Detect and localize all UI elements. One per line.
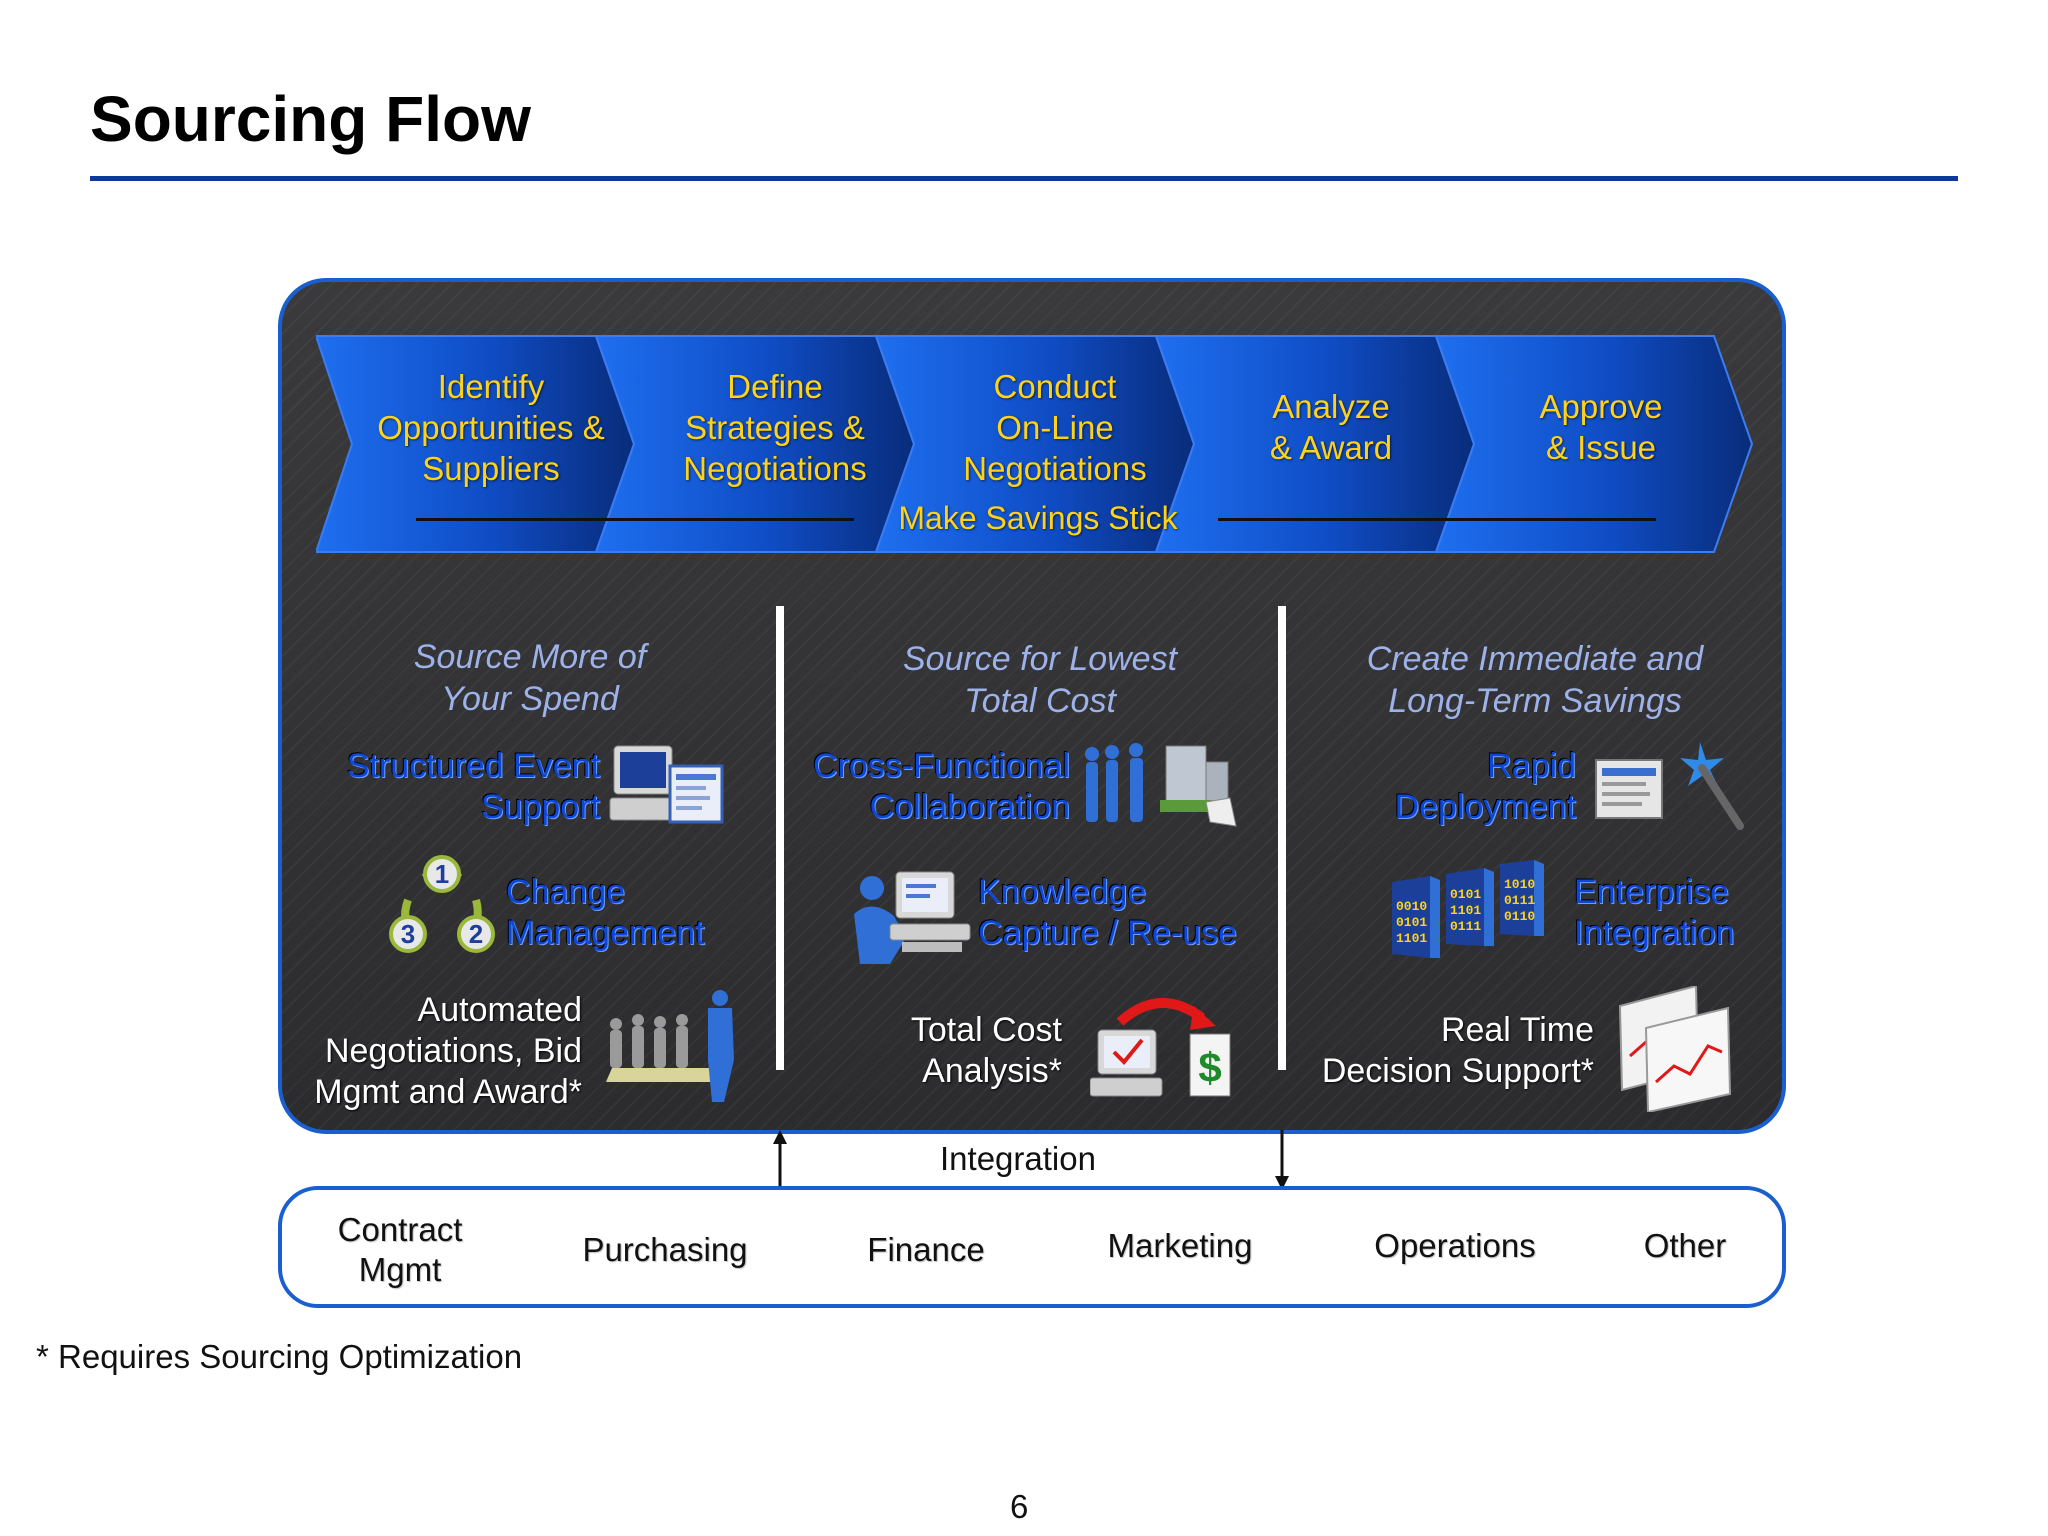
cycle-icon: 1 2 3 (389, 855, 495, 953)
binary-text-3: 1101 (1396, 931, 1427, 946)
binary-text-7: 1010 (1504, 877, 1535, 892)
footnote: * Requires Sourcing Optimization (36, 1338, 523, 1375)
binary-text-4: 0101 (1450, 887, 1481, 902)
data-blocks-icon: 0010 0101 1101 0101 1101 0111 1010 0111 … (1392, 860, 1544, 958)
cycle-number-2: 2 (469, 919, 483, 949)
binary-text-9: 0110 (1504, 909, 1535, 924)
title-underline (90, 176, 1958, 181)
savings-rule-right (1218, 518, 1656, 521)
dept-marketing: Marketing (1107, 1227, 1253, 1264)
page-number: 6 (1010, 1488, 1029, 1525)
dept-finance: Finance (867, 1231, 985, 1268)
cost-analysis-icon: $ (1090, 998, 1231, 1097)
cycle-number-3: 3 (401, 919, 415, 949)
binary-text-6: 0111 (1450, 919, 1481, 934)
binary-text-5: 1101 (1450, 903, 1481, 918)
savings-rule-left (416, 518, 854, 521)
computer-icon (609, 745, 724, 824)
people-presentation-icon (606, 990, 734, 1102)
integration-label: Integration (940, 1140, 1096, 1177)
team-building-icon (1085, 743, 1237, 827)
departments-box (278, 1186, 1786, 1308)
dept-operations: Operations (1374, 1227, 1536, 1264)
magic-wand-icon (1595, 742, 1744, 830)
cycle-number-1: 1 (435, 859, 449, 889)
chevron-step-5 (1434, 335, 1754, 553)
make-savings-stick-label: Make Savings Stick (898, 500, 1178, 536)
step-5-label: Approve& Issue (1539, 388, 1663, 466)
binary-text-8: 0111 (1504, 893, 1535, 908)
knowledge-worker-icon (854, 871, 971, 964)
column-divider-1 (776, 606, 784, 1070)
arrow-down-icon (1275, 1130, 1289, 1190)
arrow-up-icon (773, 1130, 787, 1190)
binary-text-2: 0101 (1396, 915, 1427, 930)
binary-text-1: 0010 (1396, 899, 1427, 914)
process-chevrons (316, 335, 1754, 553)
slide-title: Sourcing Flow (90, 83, 531, 155)
step-4-label: Analyze& Award (1269, 388, 1393, 466)
column-divider-2 (1278, 606, 1286, 1070)
dept-other: Other (1643, 1227, 1727, 1264)
dept-purchasing: Purchasing (582, 1231, 748, 1268)
line-chart-icon (1618, 986, 1732, 1112)
dollar-icon: $ (1198, 1044, 1221, 1091)
